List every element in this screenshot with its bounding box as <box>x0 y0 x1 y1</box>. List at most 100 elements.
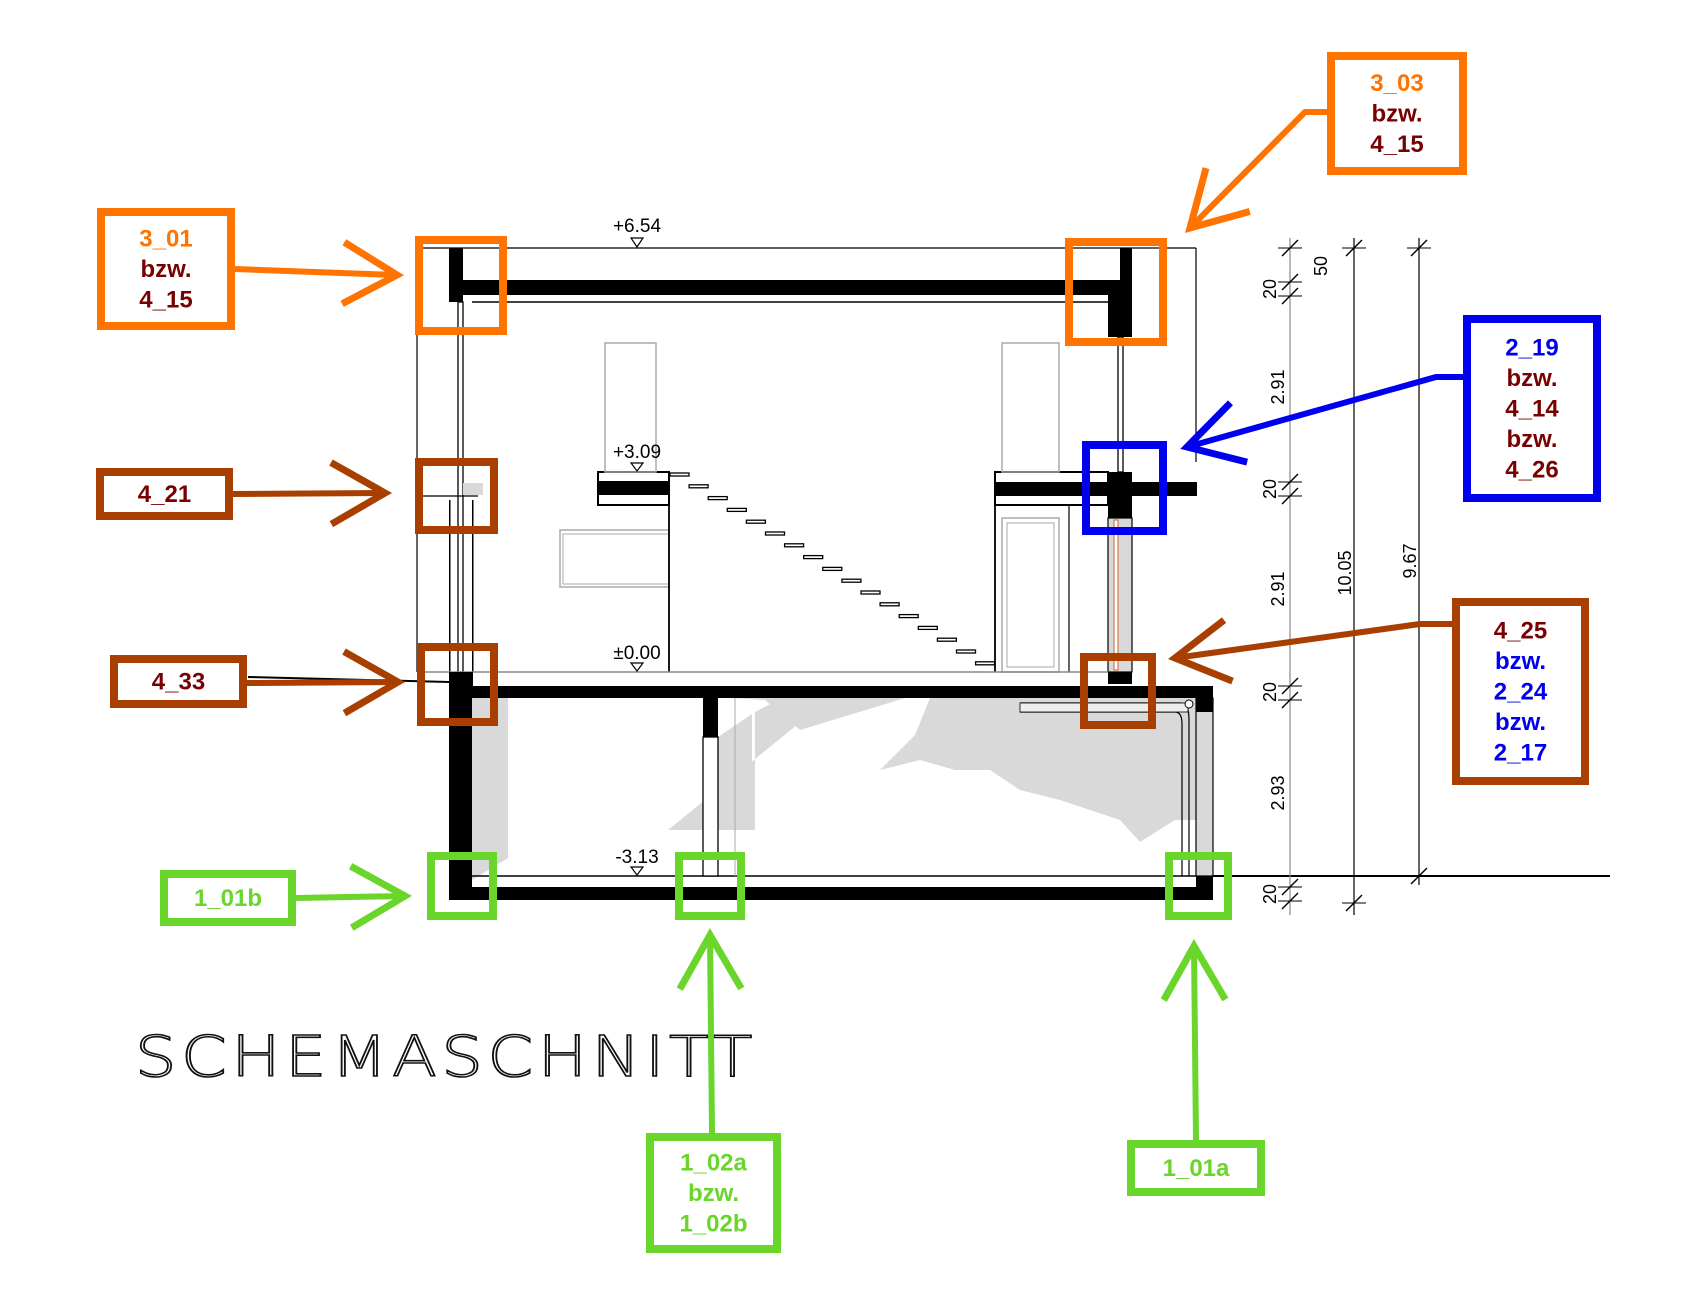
dim-20-ground: 20 <box>1260 682 1280 702</box>
stair-tread <box>803 554 824 560</box>
callout-label-text: 1_01b <box>194 885 262 912</box>
drawing-title: SCHEMASCHNITT <box>135 1025 757 1090</box>
stair-tread <box>974 661 996 666</box>
ground-slab <box>449 686 1213 698</box>
dim-2-91-upper: 2.91 <box>1268 369 1288 404</box>
callout-label-text: 1_02a <box>680 1150 747 1177</box>
callout-label-box <box>97 208 235 330</box>
garage-door-rail <box>1019 702 1189 713</box>
callout-label-text: bzw. <box>1371 101 1422 128</box>
callout-3-01: 3_01 bzw. 4_15 <box>97 208 507 335</box>
glazing-right-upper <box>1117 336 1124 473</box>
callout-label-box <box>1127 1140 1265 1196</box>
callout-target-frame <box>1065 238 1167 346</box>
callout-1-01a: 1_01a <box>1127 852 1265 1196</box>
garage-door-pulley <box>1184 699 1194 709</box>
threshold-right <box>1108 672 1132 684</box>
dim-2-93-basement: 2.93 <box>1268 775 1288 810</box>
callout-1-01b: 1_01b <box>160 852 497 931</box>
callout-label-text: bzw. <box>140 256 191 283</box>
basement-wall-mid-head <box>703 698 718 737</box>
stair-tread <box>822 566 843 572</box>
landing-right-core <box>995 482 1197 496</box>
callout-arrow-line <box>1186 374 1463 450</box>
dim-2-91-ground: 2.91 <box>1268 571 1288 606</box>
stair-tread <box>745 519 767 524</box>
callout-label-box <box>1463 315 1601 502</box>
callout-4-21: 4_21 <box>96 458 498 534</box>
callout-label-text: 4_25 <box>1494 618 1547 645</box>
level-marker-basement: -3.13 <box>615 847 659 876</box>
glazing-right-lower <box>1107 517 1133 673</box>
shade-left-wall <box>472 698 508 880</box>
stair-tread <box>898 613 919 619</box>
roof-slab <box>449 280 1132 295</box>
callout-arrowhead-icon <box>329 459 393 528</box>
callout-arrow-line <box>1191 945 1199 1141</box>
callout-label-text: 1_01a <box>1163 1155 1230 1182</box>
stair-tread <box>841 578 862 583</box>
mullion-left-a <box>449 500 451 672</box>
callouts: 3_01bzw.4_153_03bzw.4_152_19bzw.4_14bzw.… <box>96 52 1601 1253</box>
callout-label-text: 3_01 <box>139 226 192 253</box>
callout-label-box <box>110 655 247 708</box>
cabinet-left-inner <box>562 533 670 585</box>
level-triangle <box>629 237 645 249</box>
callout-label-text: 4_33 <box>152 669 205 696</box>
landing-left-core <box>598 481 669 495</box>
callout-label-text: 4_15 <box>139 287 192 314</box>
callout-label-text: bzw. <box>1495 648 1546 675</box>
callout-label-box <box>1452 598 1589 785</box>
level-ground: ±0.00 <box>613 643 660 664</box>
slab-edge-left <box>449 672 473 686</box>
floor-column-right <box>1108 472 1132 518</box>
callout-target-frame <box>1082 441 1167 535</box>
callout-arrowhead-icon <box>348 863 413 931</box>
window-right <box>1001 342 1060 473</box>
callout-arrow-line <box>232 490 386 497</box>
level-triangle <box>629 662 645 672</box>
callout-label-box <box>96 468 233 520</box>
garage-lintel <box>1196 698 1213 712</box>
callout-target-frame <box>415 458 498 534</box>
stair-tread <box>783 543 805 548</box>
callout-label-text: 2_24 <box>1494 679 1548 706</box>
garage-door-jamb <box>1195 697 1214 877</box>
callout-label-text: 4_15 <box>1370 131 1423 158</box>
callout-label-text: bzw. <box>1506 426 1557 453</box>
callout-arrowhead-icon <box>1185 167 1251 234</box>
callout-arrow-line <box>295 893 406 901</box>
callout-target-frame <box>427 852 497 920</box>
stair-tread <box>860 590 881 595</box>
basement-wall-mid <box>702 736 719 877</box>
callout-label-text: bzw. <box>1506 365 1557 392</box>
stair-tread <box>879 602 900 607</box>
callout-target-frame <box>1080 653 1156 729</box>
wardrobe-right <box>1001 517 1060 673</box>
window-left <box>604 342 657 473</box>
stair-tread <box>936 637 958 642</box>
cabinet-left <box>559 529 670 588</box>
roof-parapet-left <box>449 248 463 302</box>
callout-arrow-line <box>234 266 398 278</box>
level-triangle <box>629 866 645 876</box>
callout-arrowhead-icon <box>340 239 405 307</box>
callout-label-text: 1_02b <box>679 1211 747 1238</box>
dim-20-roof: 20 <box>1260 279 1280 299</box>
callout-label-box <box>1327 52 1467 175</box>
callout-arrowhead-icon <box>342 648 406 717</box>
stair-treads <box>669 472 996 666</box>
callout-target-frame <box>415 236 507 335</box>
callout-arrow-line <box>1187 109 1327 231</box>
callout-target-frame <box>675 852 745 920</box>
level-basement: -3.13 <box>615 847 658 868</box>
stair-tread <box>764 531 786 536</box>
stair-tread <box>688 484 709 489</box>
callout-arrowhead-icon <box>1168 617 1234 685</box>
callout-target-frame <box>1165 852 1232 920</box>
mullion-left-b <box>472 500 474 672</box>
callout-label-text: 4_14 <box>1505 396 1559 423</box>
dim-total-9-67: 9.67 <box>1400 543 1420 578</box>
